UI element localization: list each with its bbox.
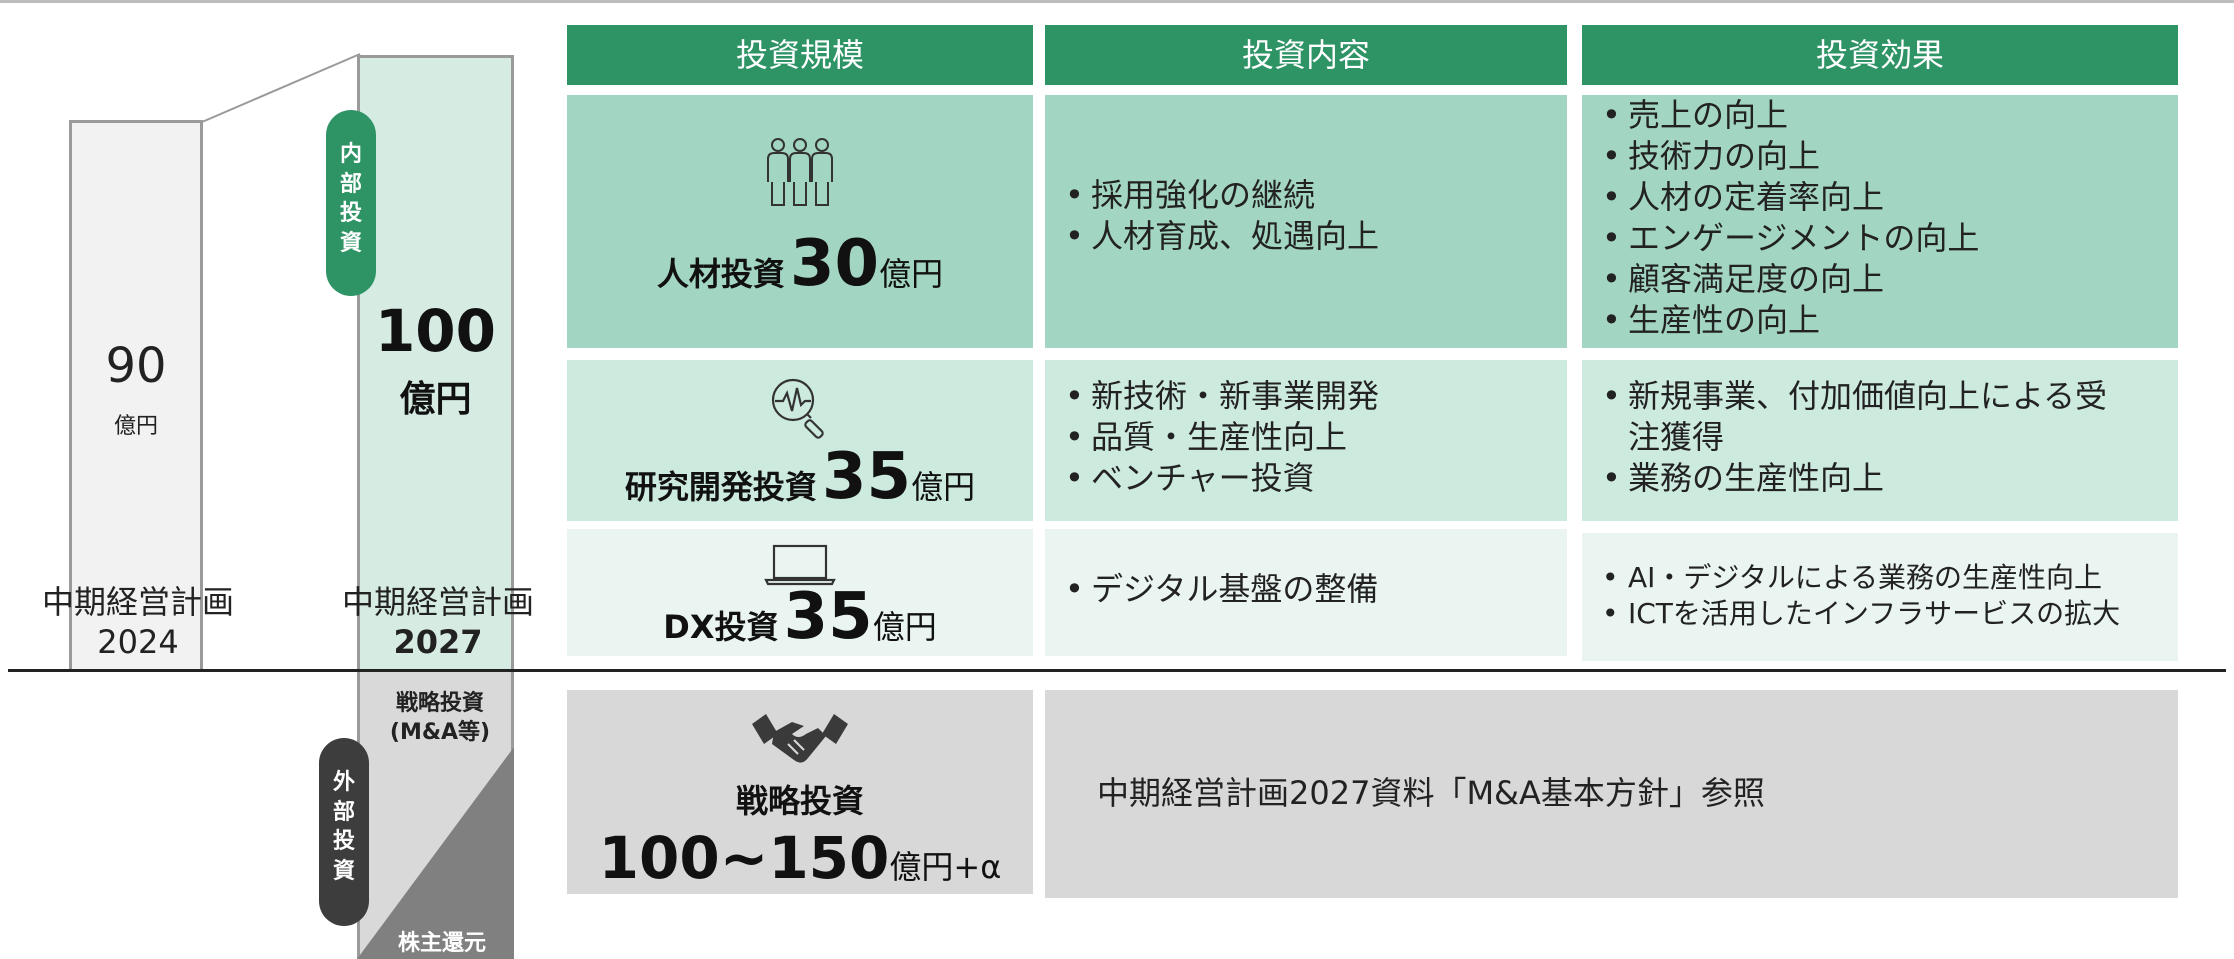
list-item: デジタル基盤の整備: [1057, 569, 1378, 610]
list-item: 採用強化の継続: [1057, 175, 1379, 216]
scale-cell-hr: 人材投資 30億円: [567, 95, 1033, 348]
plan-2027-label: 中期経営計画 2027: [318, 582, 558, 662]
people-icon: [767, 138, 833, 206]
scale-cell-strategic: 戦略投資 100~150億円+α: [567, 690, 1033, 894]
list-item: 新規事業、付加価値向上による受注獲得: [1594, 376, 2134, 458]
effect-cell-hr: 売上の向上 技術力の向上 人材の定着率向上 エンゲージメントの向上 顧客満足度の…: [1582, 95, 2178, 348]
content-cell-rnd: 新技術・新事業開発 品質・生産性向上 ベンチャー投資: [1045, 360, 1567, 521]
list-item: ベンチャー投資: [1057, 458, 1379, 499]
list-item: ICTを活用したインフラサービスの拡大: [1594, 596, 2120, 632]
strategic-amount: 100~150: [598, 824, 890, 892]
laptop-icon: [764, 544, 836, 586]
internal-investment-label: 内部投資: [339, 142, 362, 257]
plan-2027-bar: [357, 55, 514, 671]
content-cell-hr: 採用強化の継続 人材育成、処遇向上: [1045, 95, 1567, 348]
plan-2027-unit: 億円: [399, 379, 472, 420]
external-investment-pill: 外部投資: [319, 738, 369, 926]
effect-cell-rnd: 新規事業、付加価値向上による受注獲得 業務の生産性向上: [1582, 360, 2178, 521]
list-item: 新技術・新事業開発: [1057, 376, 1379, 417]
plan-2024-label: 中期経営計画 2024: [18, 582, 258, 662]
shareholder-return-label: 株主還元: [397, 931, 486, 956]
rnd-label: 研究開発投資: [624, 468, 817, 506]
list-item: 技術力の向上: [1594, 136, 1979, 177]
hr-amount: 30: [790, 227, 880, 301]
scale-cell-dx: DX投資 35億円: [567, 529, 1033, 656]
external-investment-label: 外部投資: [332, 770, 355, 885]
header-effect: 投資効果: [1582, 25, 2178, 85]
plan-2027-year: 2027: [393, 623, 483, 661]
list-item: 売上の向上: [1594, 95, 1979, 136]
rnd-content-list: 新技術・新事業開発 品質・生産性向上 ベンチャー投資: [1057, 376, 1379, 499]
plan-2024-unit: 億円: [113, 414, 158, 439]
list-item: 品質・生産性向上: [1057, 417, 1379, 458]
plan-2024-title: 中期経営計画: [41, 583, 234, 621]
plan-2024-bar: [69, 120, 203, 671]
dx-amount: 35: [783, 580, 873, 654]
list-item: 業務の生産性向上: [1594, 458, 2134, 499]
top-divider: [0, 0, 2234, 3]
hr-content-list: 採用強化の継続 人材育成、処遇向上: [1057, 175, 1379, 257]
dx-label: DX投資: [663, 608, 779, 646]
strategic-reference-cell: 中期経営計画2027資料「M&A基本方針」参照: [1045, 690, 2178, 898]
hr-label: 人材投資: [656, 255, 785, 293]
header-content: 投資内容: [1045, 25, 1567, 85]
plan-2024-value: 90: [105, 338, 167, 394]
handshake-icon: [752, 714, 848, 763]
dx-content-list: デジタル基盤の整備: [1057, 569, 1378, 610]
strategic-label: 戦略投資: [735, 782, 864, 820]
dx-effect-list: AI・デジタルによる業務の生産性向上 ICTを活用したインフラサービスの拡大: [1594, 560, 2120, 632]
list-item: AI・デジタルによる業務の生産性向上: [1594, 560, 2120, 596]
shareholder-return-segment: [357, 747, 514, 959]
scale-cell-rnd: 研究開発投資 35億円: [567, 360, 1033, 521]
strategic-investment-side-label: 戦略投資 (M&A等): [370, 690, 510, 747]
strategic-unit: 億円+α: [889, 848, 1002, 886]
plan-2027-value: 100: [374, 297, 497, 365]
content-cell-dx: デジタル基盤の整備: [1045, 529, 1567, 656]
rnd-amount: 35: [822, 440, 912, 514]
dx-unit: 億円: [872, 608, 937, 646]
strategic-reference-text: 中期経営計画2027資料「M&A基本方針」参照: [1097, 774, 1765, 812]
header-scale: 投資規模: [567, 25, 1033, 85]
strategic-side-label-1: 戦略投資: [395, 691, 484, 716]
list-item: 顧客満足度の向上: [1594, 259, 1979, 300]
magnifier-pulse-icon: [771, 378, 824, 439]
hr-unit: 億円: [879, 255, 944, 293]
list-item: 生産性の向上: [1594, 300, 1979, 341]
list-item: エンゲージメントの向上: [1594, 218, 1979, 259]
effect-cell-dx: AI・デジタルによる業務の生産性向上 ICTを活用したインフラサービスの拡大: [1582, 533, 2178, 661]
strategic-side-label-2: (M&A等): [389, 719, 491, 745]
hr-effect-list: 売上の向上 技術力の向上 人材の定着率向上 エンゲージメントの向上 顧客満足度の…: [1594, 95, 1979, 341]
plan-2024-year: 2024: [97, 623, 179, 661]
list-item: 人材の定着率向上: [1594, 177, 1979, 218]
plan-2027-title: 中期経営計画: [341, 583, 534, 621]
internal-external-divider: [8, 669, 2226, 672]
rnd-effect-list: 新規事業、付加価値向上による受注獲得 業務の生産性向上: [1594, 376, 2134, 499]
list-item: 人材育成、処遇向上: [1057, 216, 1379, 257]
bar-connector: [201, 53, 361, 123]
internal-investment-pill: 内部投資: [326, 110, 376, 296]
rnd-unit: 億円: [911, 468, 976, 506]
